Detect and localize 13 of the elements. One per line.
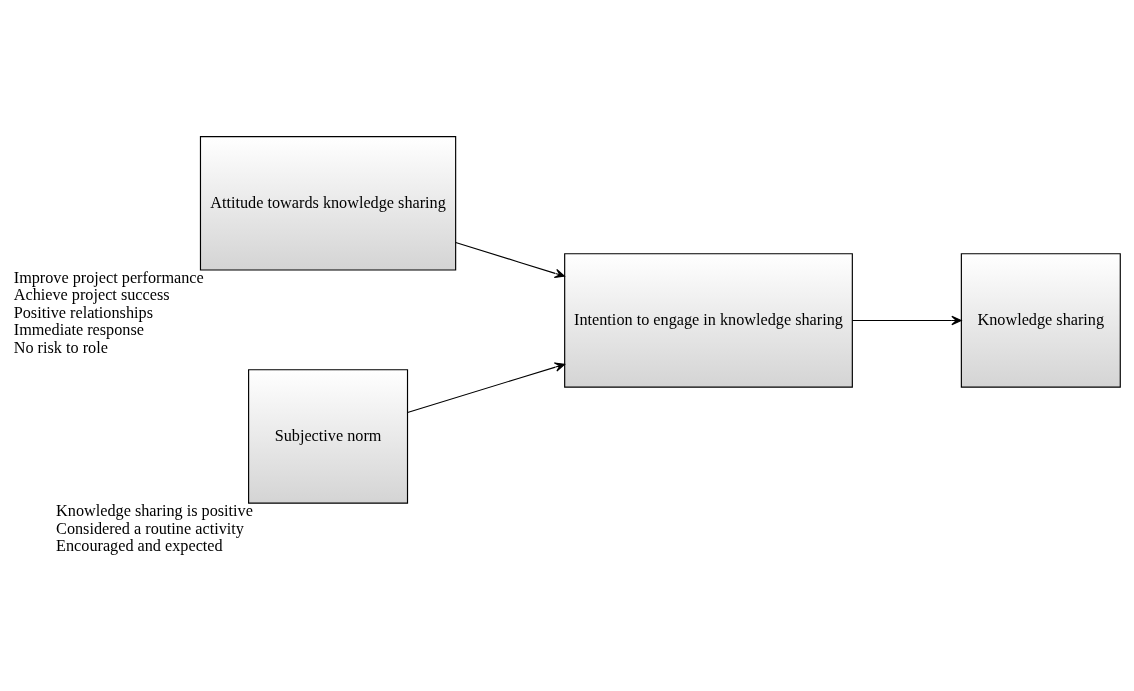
node-label: No risk to role	[13, 338, 108, 357]
node-label: Considered a routine activity	[56, 519, 244, 538]
arrow	[455, 241, 565, 278]
node-label: Knowledge sharing is positive	[56, 501, 253, 520]
node-box: Intention to engage in knowledge sharing	[564, 252, 853, 388]
node-label: Positive relationships	[13, 303, 153, 322]
node-box: Subjective norm	[248, 368, 409, 504]
node-box: Attitude towards knowledge sharing	[199, 135, 457, 271]
arrow	[851, 315, 962, 325]
node-box: Knowledge sharing	[960, 252, 1121, 388]
node-label: Encouraged and expected	[56, 536, 223, 555]
arrow	[407, 361, 566, 413]
node-label: Improve project performance	[13, 268, 204, 287]
